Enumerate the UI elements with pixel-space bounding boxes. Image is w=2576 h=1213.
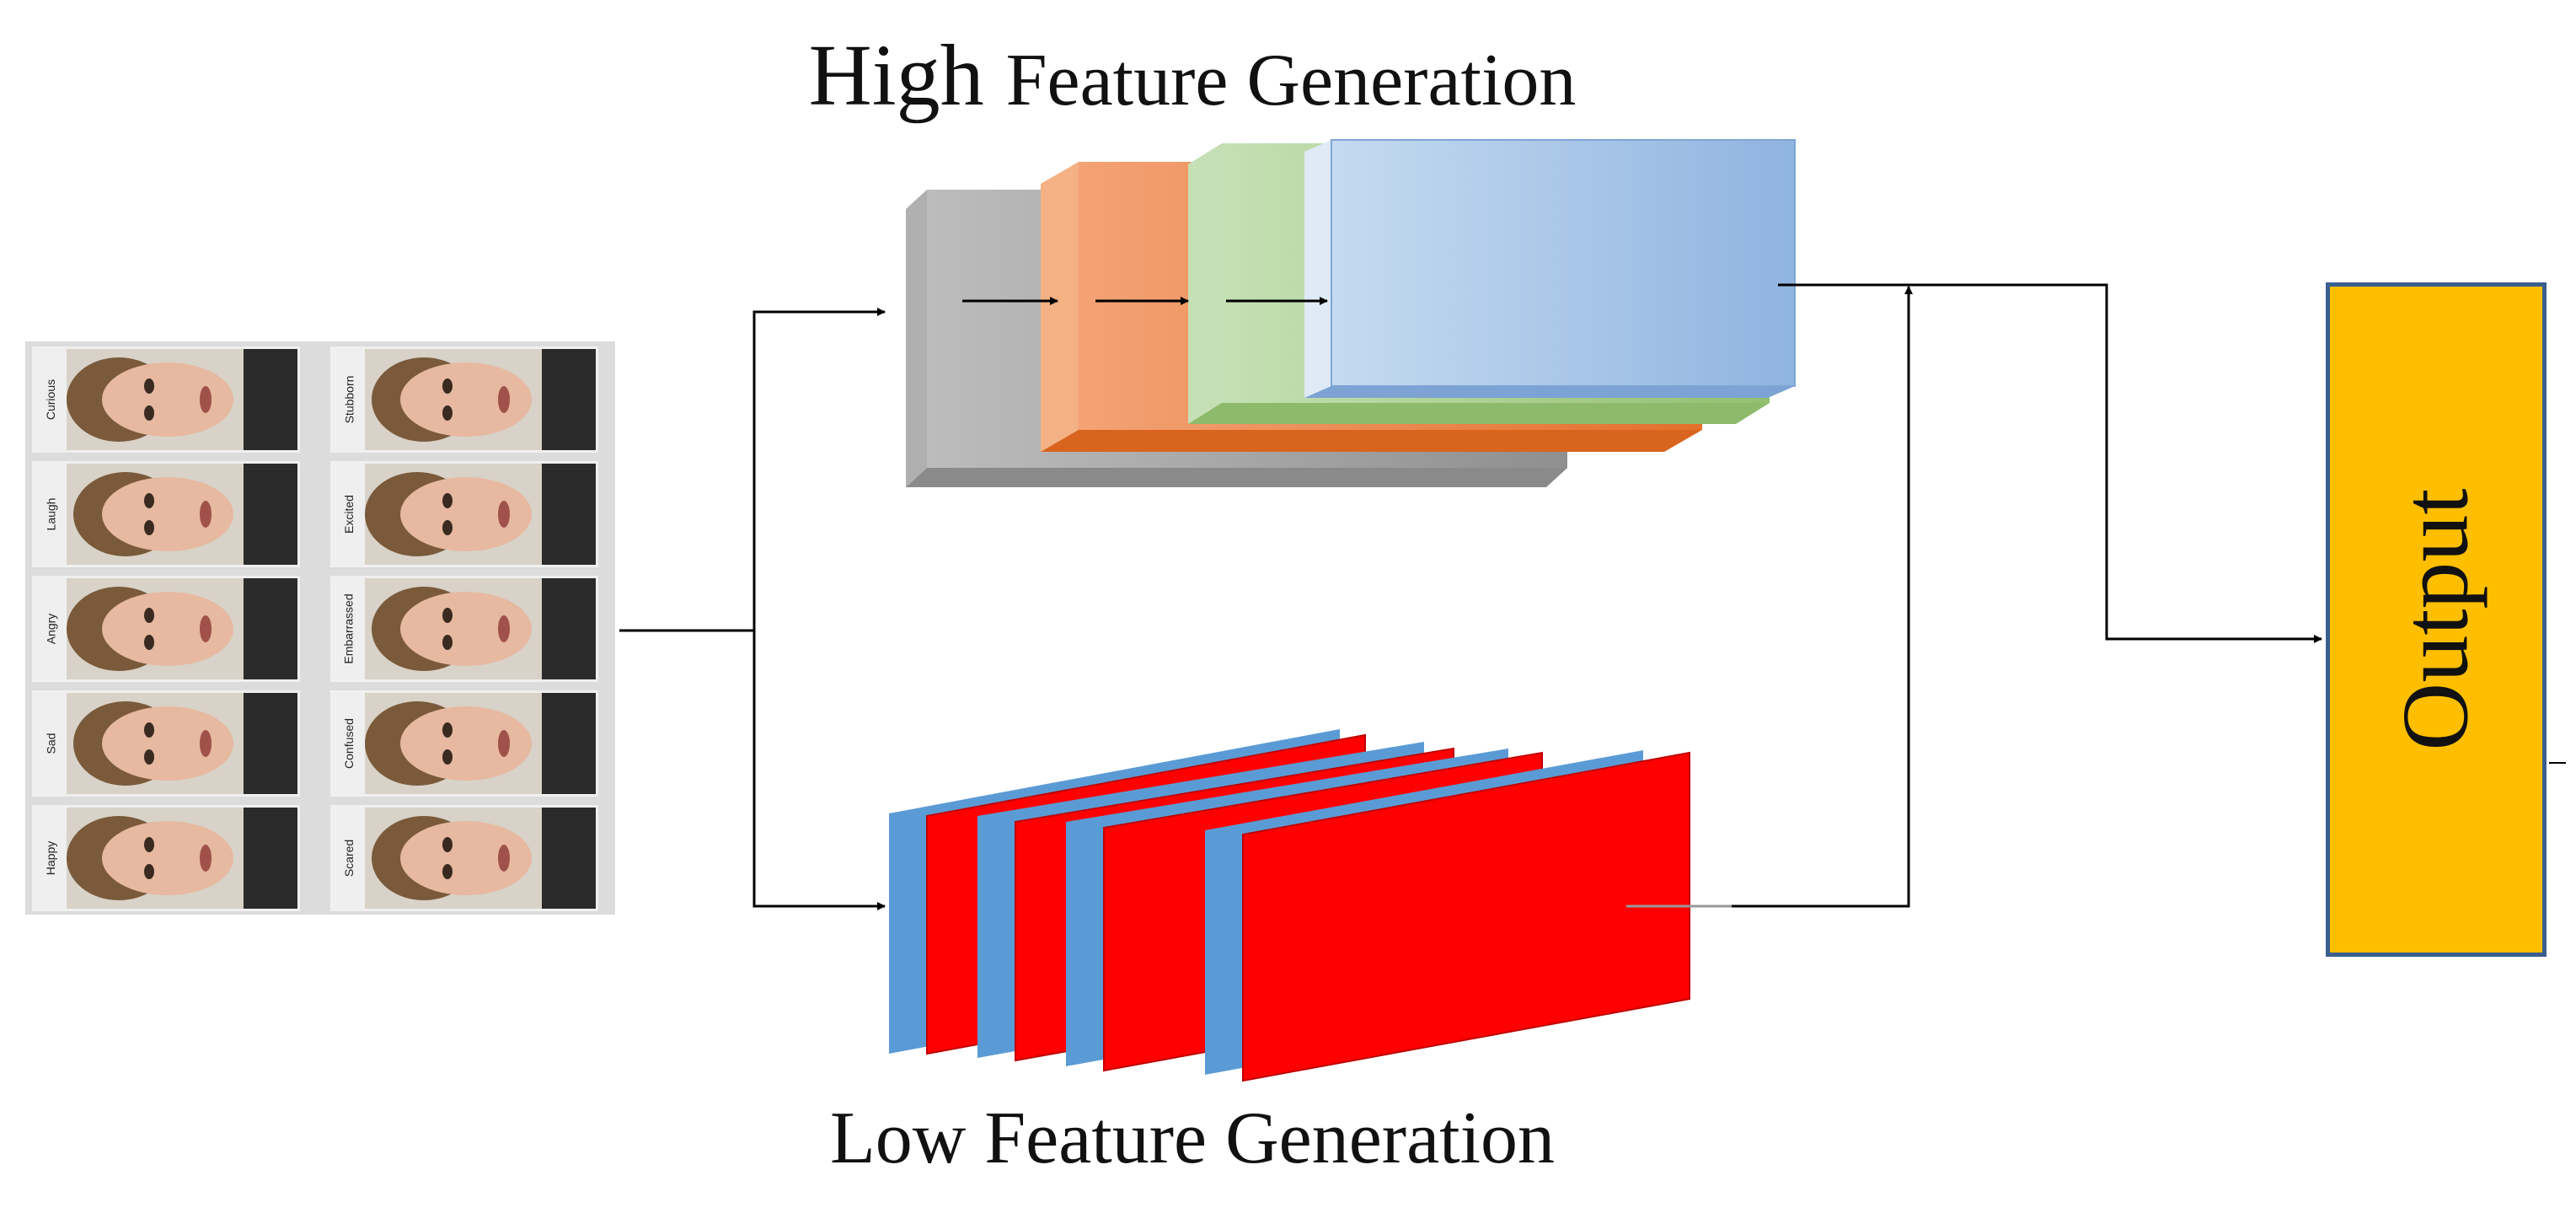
face-photo bbox=[365, 464, 596, 565]
face-image bbox=[365, 578, 596, 679]
face-cell: Embarrassed bbox=[330, 576, 598, 682]
face-image bbox=[67, 578, 297, 679]
face-label: Confused bbox=[333, 693, 365, 794]
high-feature-title-rest: Feature Generation bbox=[1005, 40, 1577, 121]
connector-lines bbox=[619, 283, 2566, 910]
face-label: Scared bbox=[333, 808, 365, 909]
output-box: Output bbox=[2326, 282, 2547, 957]
low-feature-slab-stack bbox=[889, 729, 1690, 1082]
face-label: Stubborn bbox=[333, 349, 365, 450]
face-photo bbox=[365, 693, 596, 794]
face-image bbox=[67, 693, 297, 794]
face-photo bbox=[365, 808, 596, 909]
face-label: Excited bbox=[333, 464, 365, 565]
face-image bbox=[67, 464, 297, 565]
face-cell: Excited bbox=[330, 461, 598, 567]
face-image bbox=[365, 464, 596, 565]
face-cell: Stubborn bbox=[330, 346, 598, 453]
low-feature-title: Low Feature Generation bbox=[829, 1098, 1556, 1179]
merge-to-output-arrow bbox=[1778, 283, 2322, 643]
face-photo bbox=[67, 349, 297, 450]
to-high-arrow bbox=[752, 308, 886, 631]
face-photo bbox=[67, 693, 297, 794]
low-to-merge-arrow bbox=[1732, 286, 1913, 908]
face-cell: Scared bbox=[330, 805, 598, 911]
face-label: Laugh bbox=[35, 464, 67, 565]
face-image bbox=[365, 349, 596, 450]
face-photo bbox=[67, 808, 297, 909]
high-feature-title: High Feature Generation bbox=[0, 25, 2385, 126]
face-image bbox=[365, 693, 596, 794]
face-photo bbox=[67, 464, 297, 565]
face-cell: Sad bbox=[32, 690, 300, 797]
face-cell: Laugh bbox=[32, 461, 300, 567]
face-cell: Confused bbox=[330, 690, 598, 797]
to-low-arrow bbox=[752, 631, 886, 910]
face-cell: Curious bbox=[32, 346, 300, 453]
face-cell: Angry bbox=[32, 576, 300, 682]
face-cell: Happy bbox=[32, 805, 300, 911]
face-label: Curious bbox=[35, 349, 67, 450]
face-photo bbox=[67, 578, 297, 679]
high-feature-title-prefix: High bbox=[808, 27, 1006, 124]
high-feature-block-stack bbox=[906, 139, 1796, 487]
face-photo bbox=[365, 578, 596, 679]
face-photo bbox=[365, 349, 596, 450]
face-label: Sad bbox=[35, 693, 67, 794]
face-label: Happy bbox=[35, 808, 67, 909]
face-label: Embarrassed bbox=[333, 578, 365, 679]
face-image bbox=[67, 349, 297, 450]
blue-feature-block bbox=[1304, 139, 1796, 398]
low-slab-4 bbox=[1205, 750, 1690, 1082]
face-label: Angry bbox=[35, 578, 67, 679]
face-image bbox=[67, 808, 297, 909]
output-label: Output bbox=[2383, 488, 2488, 751]
face-image bbox=[365, 808, 596, 909]
